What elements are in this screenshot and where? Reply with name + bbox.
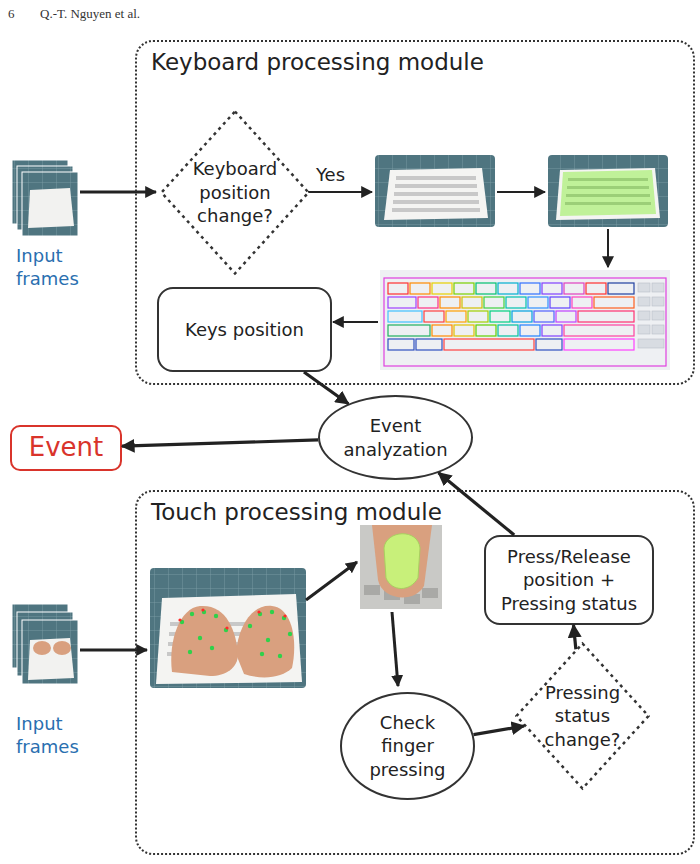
input-label: Input frames xyxy=(16,244,86,291)
module-frame: Keyboard processing moduleKeyboard posit… xyxy=(135,40,695,385)
flow-arrow xyxy=(304,372,348,404)
flow-arrow xyxy=(122,440,318,446)
node-text: Pressing status change? xyxy=(541,681,625,751)
decision-diamond: Pressing status change? xyxy=(515,642,650,790)
node-text: Event xyxy=(16,431,116,465)
key-detection-photo xyxy=(380,270,670,370)
flow-arrow xyxy=(474,726,525,735)
running-header: 6 xyxy=(8,6,15,23)
diamond-outline xyxy=(162,112,309,274)
process-box: Keys position xyxy=(157,287,332,372)
frames-stack-top xyxy=(12,160,78,236)
fingertip-photo xyxy=(360,525,442,609)
flow-arrow xyxy=(573,625,575,649)
node-text: Event analyzation xyxy=(341,414,451,461)
node-text: Keys position xyxy=(170,318,320,341)
process-box: Press/Release position + Pressing status xyxy=(484,535,654,625)
node-text: Press/Release position + Pressing status xyxy=(494,545,644,615)
edge-condition: Yes xyxy=(316,163,345,186)
keyboard-photo xyxy=(375,155,495,227)
process-ellipse: Event analyzation xyxy=(318,395,473,480)
module-frame: Touch processing modulePress/Release pos… xyxy=(135,490,695,855)
process-box: Event xyxy=(10,425,122,471)
module-title: Touch processing module xyxy=(151,498,442,528)
frames-stack-bottom xyxy=(12,604,78,684)
diamond-outline xyxy=(517,644,649,789)
module-title: Keyboard processing module xyxy=(151,48,484,78)
segmented-keyboard-photo xyxy=(548,155,668,227)
flow-arrow xyxy=(439,473,515,535)
decision-diamond: Keyboard position change? xyxy=(160,110,310,275)
hands-photo xyxy=(150,568,306,688)
input-label: Input frames xyxy=(16,712,86,759)
running-header: Q.-T. Nguyen et al. xyxy=(40,6,140,23)
node-text: Check finger pressing xyxy=(363,711,453,781)
node-text: Keyboard position change? xyxy=(183,157,287,227)
process-ellipse: Check finger pressing xyxy=(340,692,475,800)
